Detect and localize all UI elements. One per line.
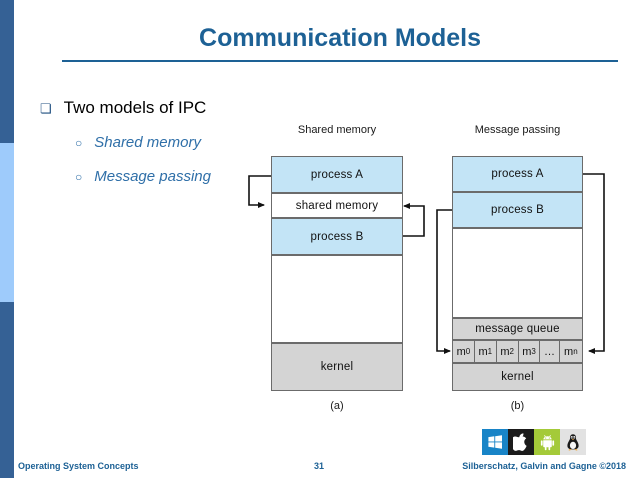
footer-page-number: 31 — [313, 461, 324, 471]
bullet-item-message-passing: ○ Message passing — [75, 168, 211, 185]
windows-logo-icon — [482, 429, 508, 455]
diagram-a-caption: (a) — [330, 400, 344, 412]
diagram-b-row-kernel: kernel — [452, 363, 583, 391]
diagram-b-row-message-queue: message queue — [452, 318, 583, 340]
android-logo-icon — [534, 429, 560, 455]
bullet-shared-memory-label: Shared memory — [94, 134, 201, 151]
diagram-b-row-process-a: process A — [452, 156, 583, 192]
diagram-b-row-process-b: process B — [452, 192, 583, 228]
bullet-circle-icon: ○ — [75, 170, 83, 184]
diagram-b-heading: Message passing — [474, 124, 561, 136]
os-logo-strip — [482, 429, 586, 455]
bullet-primary-label: Two models of IPC — [63, 98, 207, 117]
left-accent-bar-highlight — [0, 143, 14, 302]
bullet-message-passing-label: Message passing — [94, 168, 211, 185]
linux-logo-icon — [560, 429, 586, 455]
message-cell-4: … — [540, 341, 560, 362]
footer-book-title: Operating System Concepts — [18, 461, 139, 471]
diagram-a-row-kernel: kernel — [271, 343, 403, 391]
diagram-a-row-shared-memory: shared memory — [271, 193, 403, 218]
bullet-circle-icon: ○ — [75, 136, 83, 150]
diagram-a-heading: Shared memory — [297, 124, 377, 136]
bullet-item-primary: ❏ Two models of IPC — [40, 98, 206, 118]
wire-b-process-b-to-queue — [436, 209, 452, 354]
bullet-square-icon: ❏ — [40, 101, 52, 116]
page-title: Communication Models — [199, 24, 481, 52]
diagram-b-caption: (b) — [510, 400, 525, 412]
apple-logo-icon — [508, 429, 534, 455]
diagram-a-row-empty — [271, 255, 403, 343]
diagram-a-row-process-b: process B — [271, 218, 403, 255]
title-divider — [62, 60, 618, 62]
wire-a-process-a-to-shared-memory — [248, 175, 271, 208]
diagram-a-row-process-a: process A — [271, 156, 403, 193]
diagram-b-row-empty — [452, 228, 583, 318]
wire-b-process-a-to-queue — [583, 173, 605, 354]
wire-a-process-b-to-shared-memory — [403, 203, 425, 237]
footer-copyright: Silberschatz, Galvin and Gagne ©2018 — [462, 461, 626, 471]
bullet-item-shared-memory: ○ Shared memory — [75, 134, 201, 151]
